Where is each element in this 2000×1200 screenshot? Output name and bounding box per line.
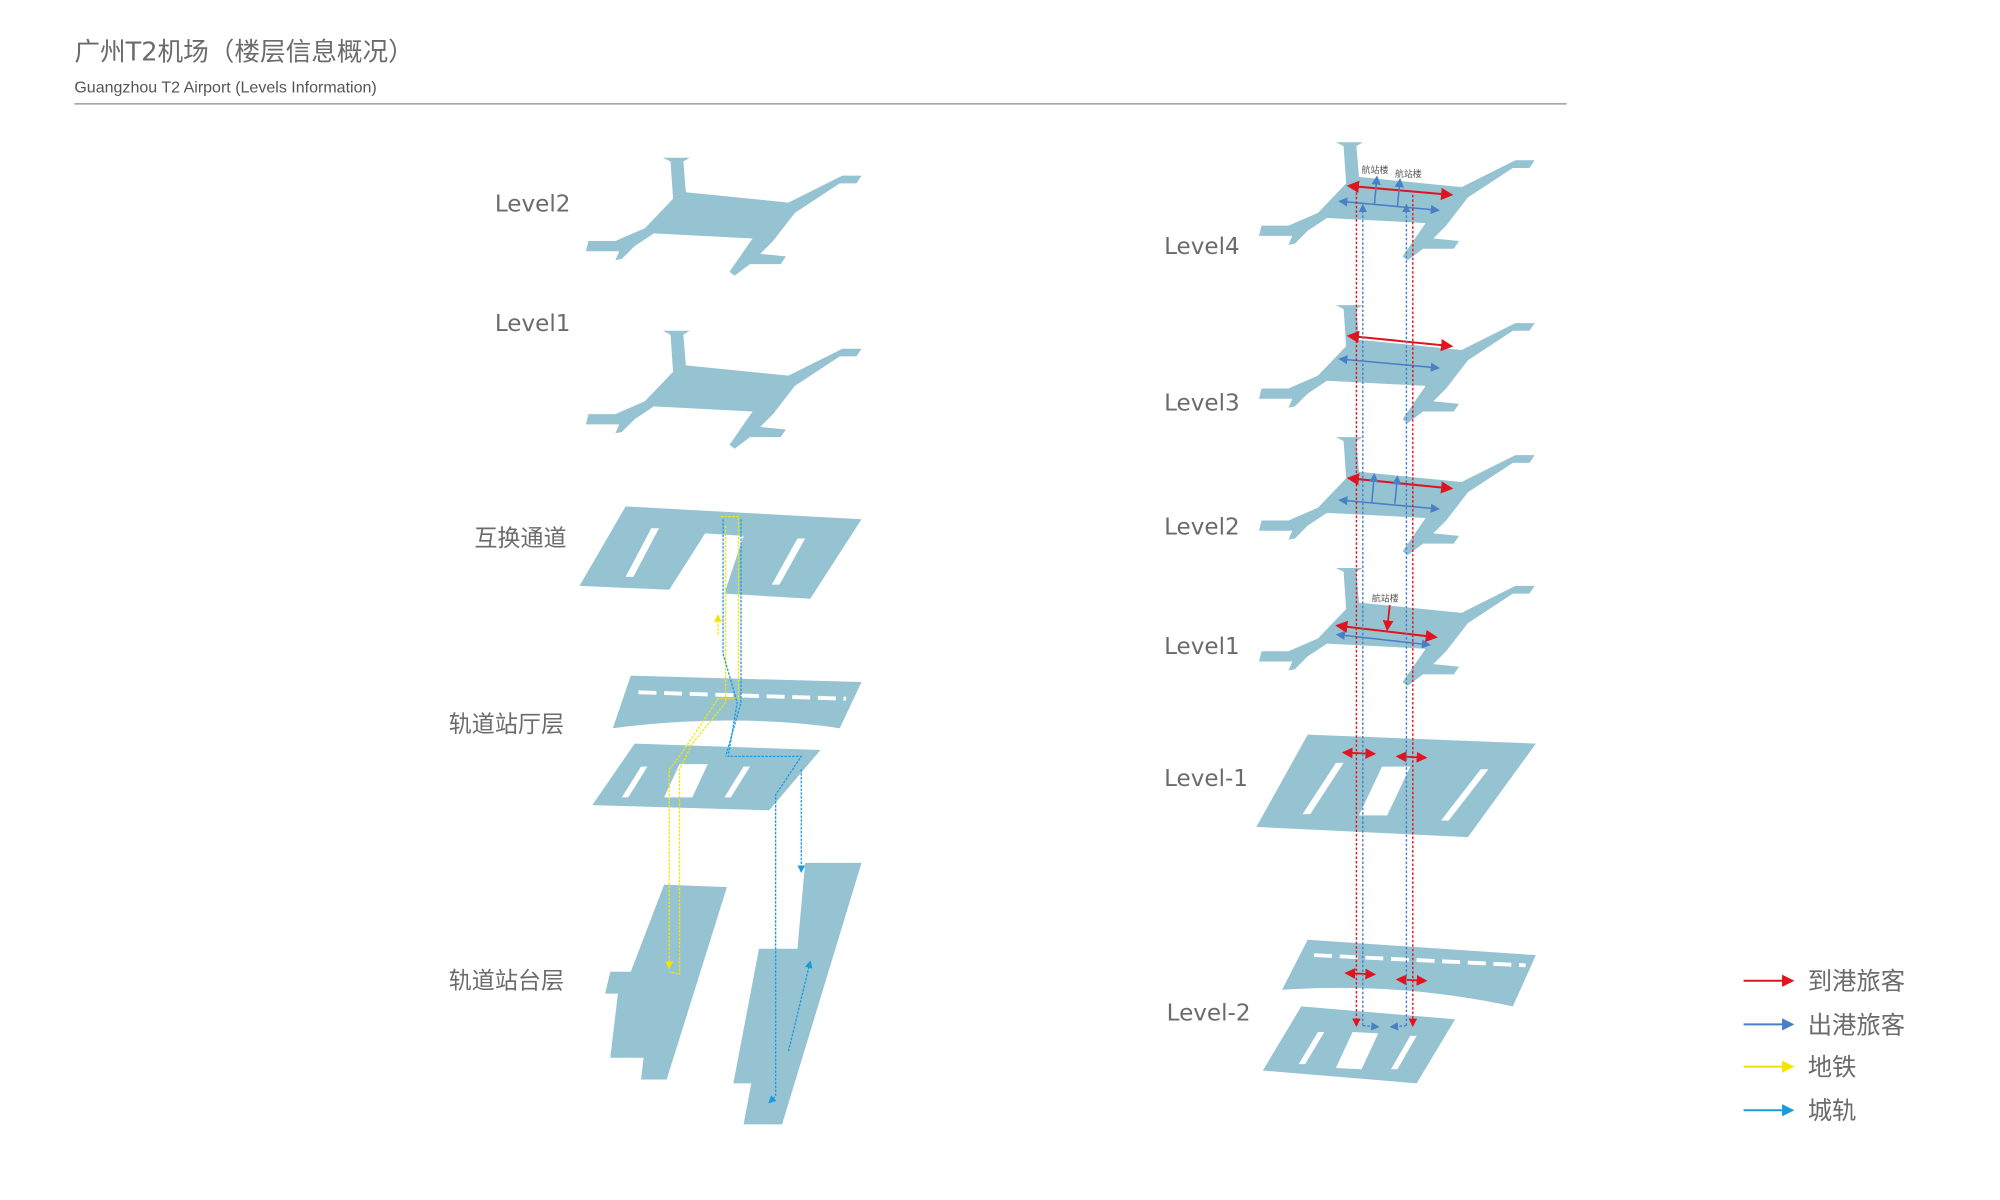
level-label: Level4	[1164, 234, 1240, 260]
level-label: Level-1	[1164, 766, 1248, 792]
left-level2: Level2	[495, 157, 862, 276]
left-rail-concourse: 轨道站厅层	[449, 675, 862, 811]
legend-item-intercity-rail: 城轨	[1743, 1096, 1857, 1125]
passage-plan	[579, 506, 862, 599]
terminal-plan	[585, 157, 862, 276]
slot	[1302, 762, 1344, 815]
legend-label: 到港旅客	[1808, 967, 1905, 996]
right-level2: Level2	[1164, 437, 1535, 556]
legend-item-arrival: 到港旅客	[1743, 967, 1905, 996]
level-label: Level1	[1164, 634, 1240, 660]
left-transfer-passage: 互换通道	[474, 506, 862, 599]
slot	[1298, 1032, 1325, 1065]
right-level4: 航站楼 航站楼 Level4	[1164, 142, 1535, 261]
slot	[1441, 769, 1489, 821]
right-level-minus1: Level-1	[1164, 734, 1536, 838]
level-label: Level-2	[1167, 1001, 1251, 1027]
slot	[1391, 1035, 1417, 1070]
basement-strip	[1282, 939, 1536, 1007]
slot	[1335, 1032, 1379, 1070]
slot	[621, 766, 648, 798]
left-level1: Level1	[495, 311, 862, 449]
legend-label: 地铁	[1808, 1053, 1857, 1082]
level-label: 轨道站厅层	[449, 712, 564, 738]
platform-plan	[733, 862, 862, 1125]
terminal-plan	[1258, 142, 1535, 261]
legend: 到港旅客 出港旅客 地铁 城轨	[1743, 967, 1905, 1125]
level-label: Level3	[1164, 390, 1240, 416]
right-level3: Level3	[1164, 305, 1535, 424]
slot	[724, 766, 750, 798]
left-routes	[665, 516, 813, 1104]
terminal-plan	[1258, 437, 1535, 556]
terminal-label: 航站楼	[1395, 168, 1422, 180]
level-label: 互换通道	[474, 526, 566, 552]
legend-label: 出港旅客	[1808, 1010, 1905, 1039]
terminal-plan	[585, 330, 862, 449]
slot	[625, 528, 659, 577]
slot	[1358, 766, 1411, 816]
level-label: 轨道站台层	[449, 968, 564, 994]
terminal-label: 航站楼	[1372, 592, 1399, 604]
page-subtitle: Guangzhou T2 Airport (Levels Information…	[74, 78, 376, 96]
legend-item-departure: 出港旅客	[1743, 1010, 1905, 1039]
level-label: Level2	[495, 192, 571, 218]
page-title: 广州T2机场（楼层信息概况）	[74, 37, 413, 67]
right-level-minus2: Level-2	[1167, 939, 1536, 1084]
concourse-plan	[592, 743, 821, 811]
slot	[664, 764, 708, 798]
terminal-plan	[1258, 567, 1535, 686]
level-label: Level1	[495, 311, 571, 337]
terminal-label: 航站楼	[1362, 164, 1389, 176]
level-label: Level2	[1164, 515, 1240, 541]
slot	[771, 538, 806, 585]
right-level1: 航站楼 Level1	[1164, 567, 1535, 686]
left-rail-platform: 轨道站台层	[449, 862, 862, 1125]
legend-item-subway: 地铁	[1743, 1053, 1857, 1082]
legend-label: 城轨	[1808, 1096, 1857, 1125]
vertical-routes	[1352, 192, 1418, 1031]
platform-plan	[605, 884, 727, 1080]
